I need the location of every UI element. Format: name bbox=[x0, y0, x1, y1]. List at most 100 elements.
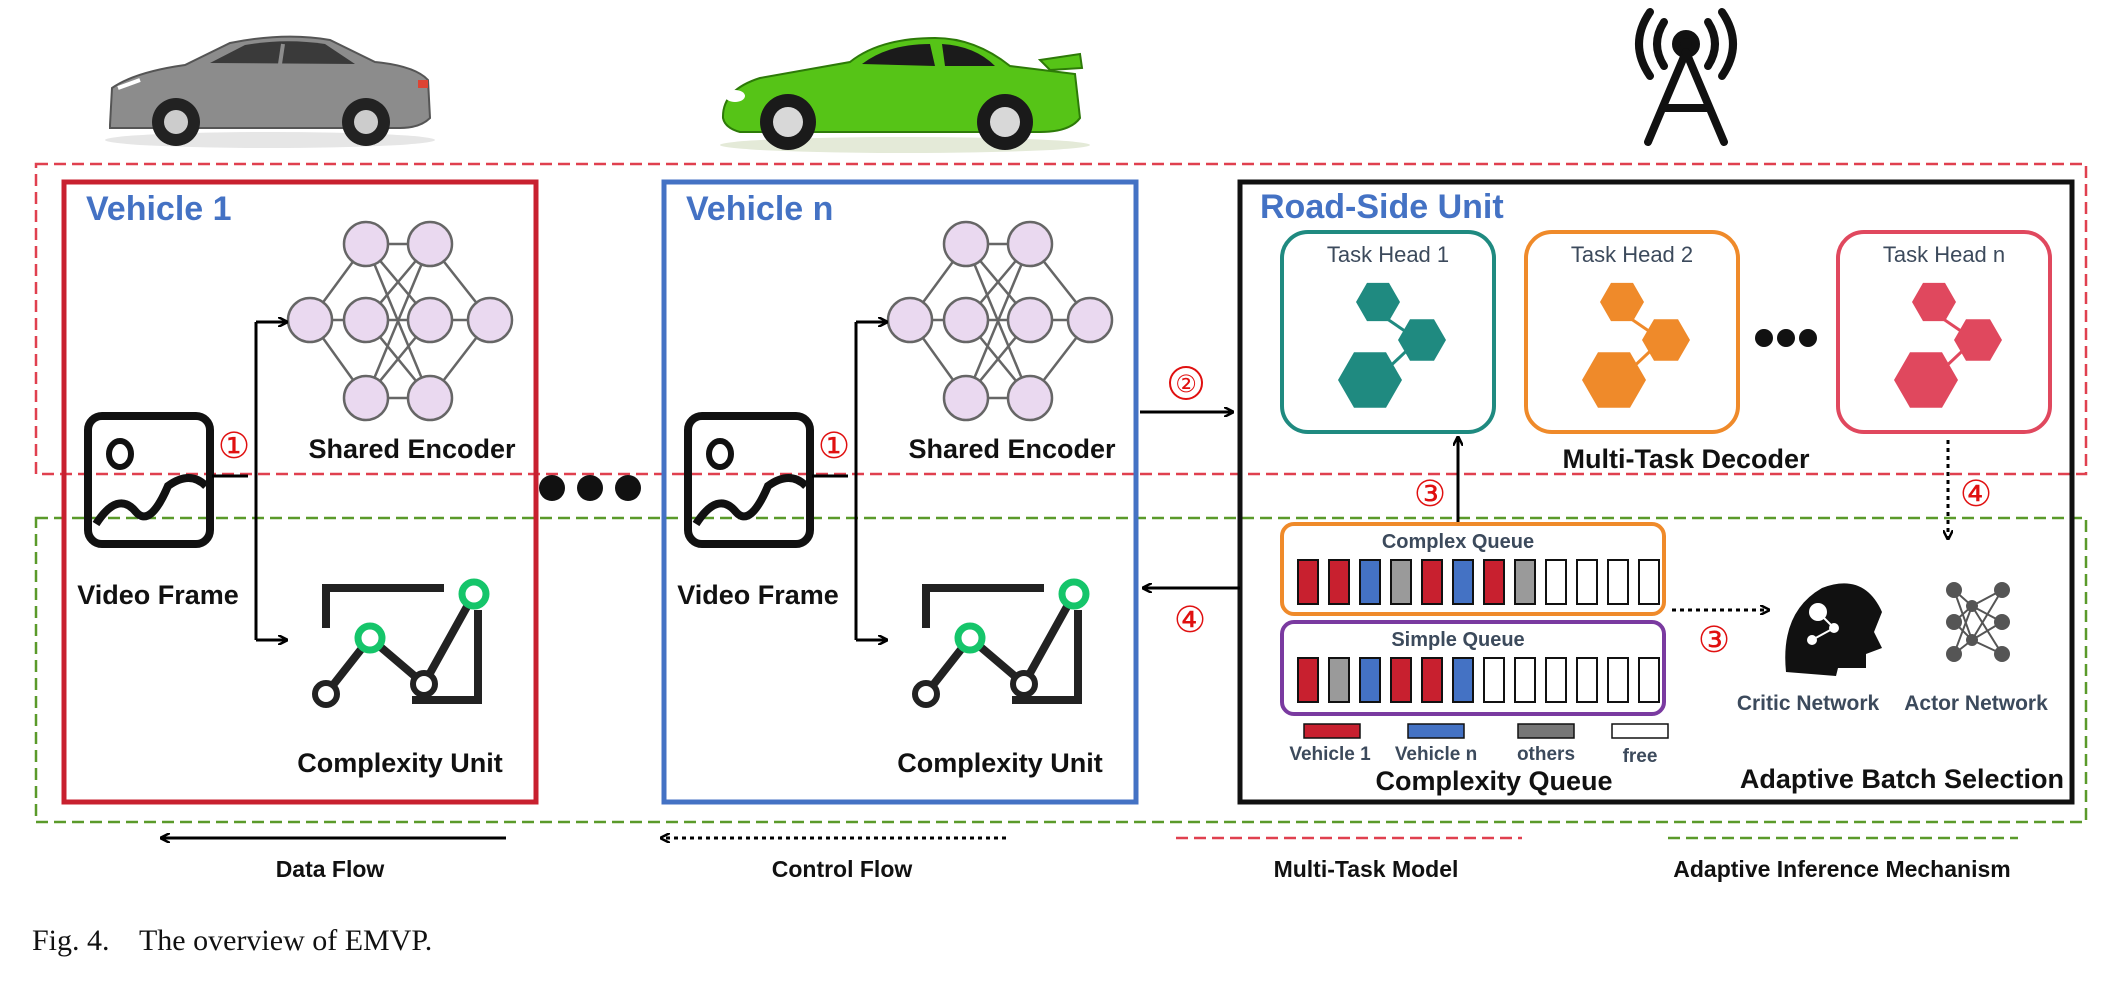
encoder-node bbox=[466, 296, 514, 344]
queue-cell bbox=[1390, 559, 1412, 605]
marker-4-left-text: ④ bbox=[1174, 599, 1206, 640]
simple-queue-label: Simple Queue bbox=[1391, 629, 1524, 651]
video-frame-label: Video Frame bbox=[677, 580, 839, 610]
marker-4-right-text: ④ bbox=[1960, 473, 1992, 514]
complex-queue-label: Complex Queue bbox=[1382, 531, 1534, 553]
legend-label-vehicle1: Vehicle 1 bbox=[1289, 744, 1371, 765]
marker-1: ① bbox=[218, 425, 250, 466]
human-head-icon bbox=[1785, 583, 1882, 676]
queue-cell bbox=[1359, 657, 1381, 703]
antenna-tower-icon bbox=[1635, 8, 1737, 146]
rsu-box bbox=[1237, 179, 2075, 805]
queue-cell bbox=[1607, 559, 1629, 605]
marker-3-up-text: ③ bbox=[1414, 473, 1446, 514]
queue-legend: Vehicle 1 Vehicle n others free bbox=[1289, 723, 1669, 767]
marker-4-left: ④ bbox=[1174, 599, 1206, 640]
actor-node bbox=[1994, 582, 2010, 598]
actor-node bbox=[1994, 646, 2010, 662]
legend-multi-task-model-label: Multi-Task Model bbox=[1274, 856, 1459, 882]
multi-task-model-region bbox=[34, 162, 2088, 476]
line-chart-icon bbox=[912, 578, 1090, 708]
marker-3-up: ③ bbox=[1414, 473, 1446, 514]
task-head-1-label: Task Head 1 bbox=[1327, 242, 1449, 267]
hexagon-cluster-icon bbox=[1894, 282, 2002, 408]
legend-multi-task-model: Multi-Task Model bbox=[1176, 836, 1522, 882]
actor-node bbox=[1946, 582, 1962, 598]
queue-cell bbox=[1328, 559, 1350, 605]
queue-cell bbox=[1452, 657, 1474, 703]
queue-cell bbox=[1328, 657, 1350, 703]
encoder-node bbox=[1006, 374, 1054, 422]
adaptive-inference-region bbox=[34, 516, 2088, 824]
encoder-node bbox=[342, 220, 390, 268]
task-head-2: Task Head 2 bbox=[1524, 230, 1740, 434]
legend-label-free: free bbox=[1623, 746, 1658, 767]
simple-queue-cells bbox=[1297, 657, 1660, 703]
queue-cell bbox=[1390, 657, 1412, 703]
multi-task-decoder-label: Multi-Task Decoder bbox=[1562, 444, 1810, 474]
legend-swatch-others bbox=[1517, 723, 1575, 739]
marker-2-text: ② bbox=[1175, 371, 1197, 398]
task-heads-ellipsis bbox=[1755, 329, 1817, 347]
video-frame-label: Video Frame bbox=[77, 580, 239, 610]
hexagon bbox=[1600, 282, 1644, 322]
queue-cell bbox=[1638, 559, 1660, 605]
queue-cell bbox=[1514, 657, 1536, 703]
encoder-node bbox=[406, 220, 454, 268]
marker-4-right: ④ bbox=[1960, 473, 1992, 514]
actor-node bbox=[1994, 614, 2010, 630]
image-icon bbox=[684, 412, 814, 548]
encoder-node bbox=[286, 296, 334, 344]
shared-encoder-network-icon bbox=[886, 220, 1114, 422]
task-head-2-label: Task Head 2 bbox=[1571, 242, 1693, 267]
queue-cell bbox=[1421, 559, 1443, 605]
complexity-unit-label: Complexity Unit bbox=[897, 748, 1103, 778]
frame-branch-arrows bbox=[212, 322, 286, 640]
vehicle1-title: Vehicle 1 bbox=[86, 190, 232, 228]
encoder-node bbox=[1006, 220, 1054, 268]
vehiclen-title: Vehicle n bbox=[686, 190, 833, 228]
vehicle1-box bbox=[61, 179, 539, 805]
encoder-node bbox=[1006, 296, 1054, 344]
marker-1: ① bbox=[818, 425, 850, 466]
critic-network-label: Critic Network bbox=[1737, 692, 1880, 715]
hexagon bbox=[1338, 352, 1402, 408]
marker-3-right: ③ bbox=[1698, 619, 1730, 660]
legend-label-vehiclen: Vehicle n bbox=[1395, 744, 1477, 765]
legend-swatch-vehicle1 bbox=[1303, 723, 1361, 739]
shared-encoder-network-icon bbox=[286, 220, 514, 422]
hexagon-cluster-icon bbox=[1338, 282, 1446, 408]
hexagon bbox=[1356, 282, 1400, 322]
shared-encoder-label: Shared Encoder bbox=[308, 434, 516, 464]
shared-encoder-label: Shared Encoder bbox=[908, 434, 1116, 464]
hexagon-cluster-icon bbox=[1582, 282, 1690, 408]
encoder-node bbox=[886, 296, 934, 344]
queue-cell bbox=[1483, 657, 1505, 703]
vehicles-ellipsis bbox=[539, 475, 641, 501]
neural-network-icon bbox=[1946, 582, 2010, 662]
frame-branch-arrows bbox=[812, 322, 886, 640]
actor-node bbox=[1966, 634, 1978, 646]
actor-node bbox=[1946, 646, 1962, 662]
queue-cell bbox=[1297, 657, 1319, 703]
queue-cell bbox=[1452, 559, 1474, 605]
queue-cell bbox=[1483, 559, 1505, 605]
hexagon bbox=[1398, 319, 1446, 361]
queue-cell bbox=[1359, 559, 1381, 605]
green-sportscar-icon bbox=[720, 36, 1090, 153]
legend-adaptive-inference-label: Adaptive Inference Mechanism bbox=[1673, 856, 2010, 882]
legend-adaptive-inference: Adaptive Inference Mechanism bbox=[1668, 836, 2018, 882]
hexagon bbox=[1642, 319, 1690, 361]
queue-cell bbox=[1576, 559, 1598, 605]
marker-2: ② bbox=[1169, 366, 1203, 400]
gray-sedan-icon bbox=[105, 35, 435, 148]
figure-caption: Fig. 4. The overview of EMVP. bbox=[32, 924, 433, 957]
actor-node bbox=[1946, 614, 1962, 630]
hexagon bbox=[1912, 282, 1956, 322]
legend-control-flow: Control Flow bbox=[662, 838, 1006, 882]
complexity-unit-label: Complexity Unit bbox=[297, 748, 503, 778]
adaptive-batch-selection-label: Adaptive Batch Selection bbox=[1740, 764, 2064, 794]
task-head-n-label: Task Head n bbox=[1883, 242, 2005, 267]
task-head-n: Task Head n bbox=[1836, 230, 2052, 434]
